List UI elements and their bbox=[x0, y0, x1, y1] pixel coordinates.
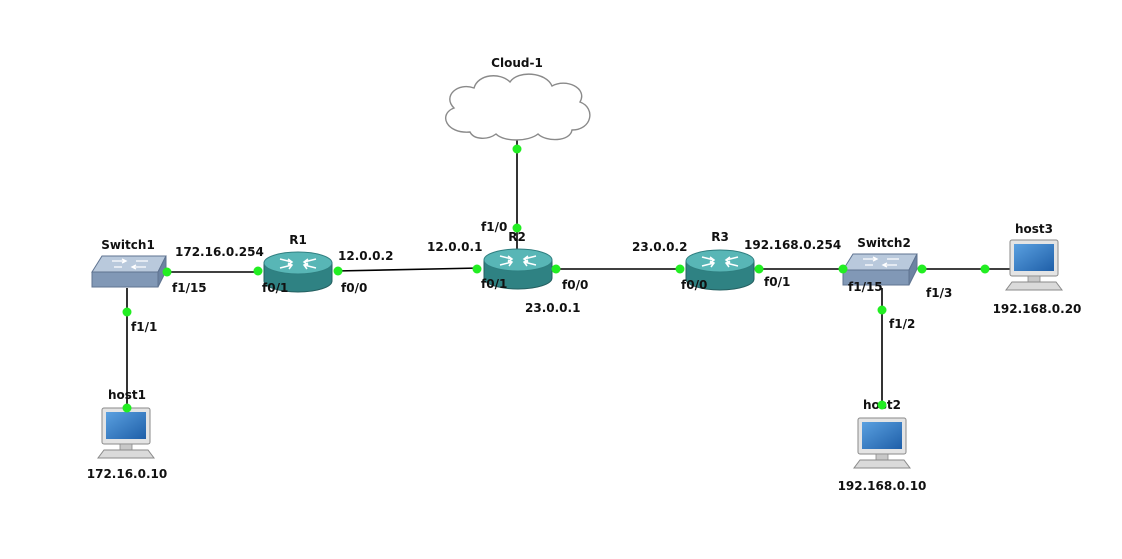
switch2-label: Switch2 bbox=[857, 236, 911, 250]
host3-label: host3 bbox=[1015, 222, 1053, 236]
port-dot[interactable] bbox=[122, 403, 132, 413]
port-dot[interactable] bbox=[122, 307, 132, 317]
computer-icon bbox=[1005, 239, 1063, 291]
port-label-sw2-f1-15: f1/15 bbox=[848, 280, 883, 294]
port-dot[interactable] bbox=[333, 266, 343, 276]
router-r3-label: R3 bbox=[711, 230, 729, 244]
port-dot[interactable] bbox=[512, 144, 522, 154]
port-label-sw1-f1-1: f1/1 bbox=[131, 320, 157, 334]
router-icon bbox=[483, 248, 553, 290]
router-r2-node[interactable] bbox=[483, 248, 553, 290]
router-icon bbox=[685, 249, 755, 291]
switch1-label: Switch1 bbox=[101, 238, 155, 252]
router-r3-node[interactable] bbox=[685, 249, 755, 291]
port-dot[interactable] bbox=[253, 266, 263, 276]
cloud-icon bbox=[445, 73, 591, 141]
ip-label-r2-f0-1: 12.0.0.1 bbox=[427, 240, 482, 254]
ip-labels: 172.16.0.254 12.0.0.2 12.0.0.1 23.0.0.1 … bbox=[175, 238, 841, 315]
cloud-1-label: Cloud-1 bbox=[491, 56, 543, 70]
port-dot[interactable] bbox=[980, 264, 990, 274]
link-r1-r2[interactable] bbox=[335, 267, 481, 272]
port-dot[interactable] bbox=[838, 264, 848, 274]
port-label-r2-f1-0: f1/0 bbox=[481, 220, 507, 234]
host1-ip: 172.16.0.10 bbox=[87, 467, 167, 481]
computer-icon bbox=[853, 417, 911, 469]
ip-label-r3-f0-0: 23.0.0.2 bbox=[632, 240, 687, 254]
switch2-node[interactable] bbox=[842, 253, 918, 286]
port-label-sw1-f1-15: f1/15 bbox=[172, 281, 207, 295]
port-dot[interactable] bbox=[162, 267, 172, 277]
host3-node[interactable] bbox=[1005, 239, 1063, 291]
port-dot[interactable] bbox=[754, 264, 764, 274]
router-r1-label: R1 bbox=[289, 233, 307, 247]
port-dot[interactable] bbox=[917, 264, 927, 274]
host2-ip: 192.168.0.10 bbox=[838, 479, 927, 493]
switch1-node[interactable] bbox=[91, 255, 167, 288]
port-label-r3-f0-0: f0/0 bbox=[681, 278, 707, 292]
port-labels: f1/15 f1/1 f0/1 f0/0 f0/1 f0/0 f1/0 f0/0… bbox=[131, 220, 952, 334]
computer-icon bbox=[97, 407, 155, 459]
cloud-1-node[interactable]: Cloud-1 bbox=[445, 56, 591, 141]
port-dot[interactable] bbox=[512, 223, 522, 233]
host1-label: host1 bbox=[108, 388, 146, 402]
host3-ip: 192.168.0.20 bbox=[993, 302, 1082, 316]
port-dot[interactable] bbox=[877, 305, 887, 315]
port-dot[interactable] bbox=[551, 264, 561, 274]
host1-node[interactable] bbox=[97, 407, 155, 459]
ip-label-r1-f0-0: 12.0.0.2 bbox=[338, 249, 393, 263]
host2-node[interactable] bbox=[853, 417, 911, 469]
port-dot[interactable] bbox=[472, 264, 482, 274]
switch-icon bbox=[91, 255, 167, 288]
port-label-sw2-f1-3: f1/3 bbox=[926, 286, 952, 300]
port-label-r3-f0-1: f0/1 bbox=[764, 275, 790, 289]
router-icon bbox=[263, 251, 333, 293]
ip-label-r3-f0-1: 192.168.0.254 bbox=[744, 238, 841, 252]
port-dot[interactable] bbox=[675, 264, 685, 274]
port-label-r1-f0-0: f0/0 bbox=[341, 281, 367, 295]
port-dot[interactable] bbox=[877, 400, 887, 410]
ip-label-r1-f0-1: 172.16.0.254 bbox=[175, 245, 264, 259]
port-label-r1-f0-1: f0/1 bbox=[262, 281, 288, 295]
ip-label-r2-f0-0: 23.0.0.1 bbox=[525, 301, 580, 315]
port-label-r2-f0-0: f0/0 bbox=[562, 278, 588, 292]
port-label-sw2-f1-2: f1/2 bbox=[889, 317, 915, 331]
router-r2-label: R2 bbox=[508, 230, 526, 244]
router-r1-node[interactable] bbox=[263, 251, 333, 293]
port-label-r2-f0-1: f0/1 bbox=[481, 277, 507, 291]
port-dots bbox=[122, 144, 990, 413]
switch-icon bbox=[842, 253, 918, 286]
